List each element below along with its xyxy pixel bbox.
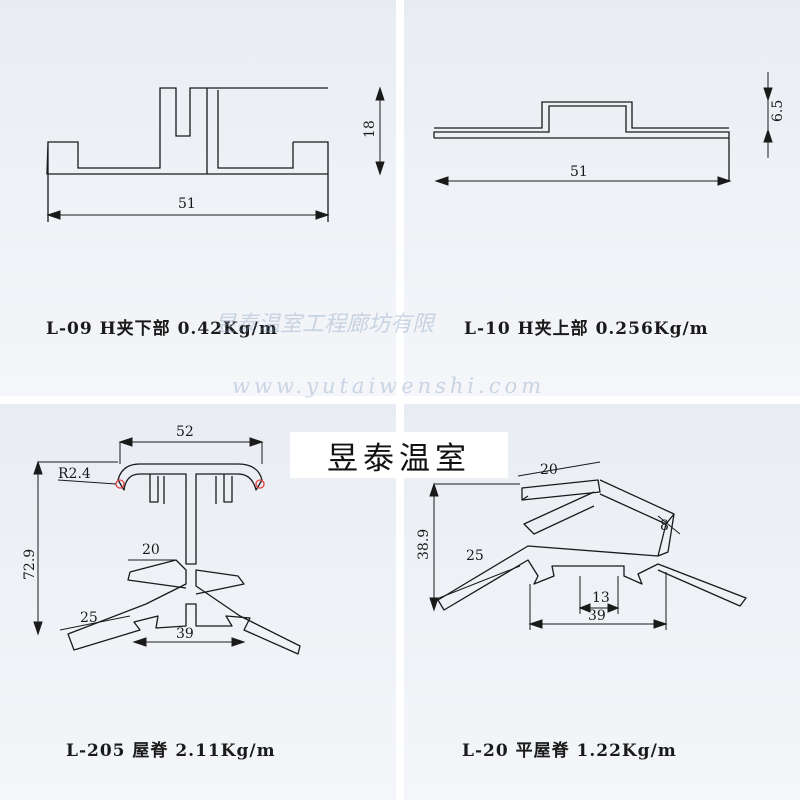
profile-ridge-mid bbox=[127, 571, 187, 589]
dim-height-label: 38.9 bbox=[416, 529, 432, 560]
profile-ridge-lower bbox=[67, 559, 301, 655]
dim-height-label: 72.9 bbox=[22, 549, 38, 580]
dim-radius-label: R2.4 bbox=[58, 466, 91, 482]
drawing-flat-ridge: 20 8 38.9 25 13 39 bbox=[416, 461, 747, 630]
profile-ridge-hooks bbox=[149, 474, 233, 504]
panel-h-clip-lower: 51 18 L-09 H夹下部 0.42Kg/m bbox=[0, 0, 396, 396]
dim-upper-leg-label: 20 bbox=[142, 542, 160, 558]
dim-lower-leg-label: 25 bbox=[466, 548, 484, 564]
dim-width-label: 51 bbox=[570, 164, 588, 180]
dim-base-label: 39 bbox=[588, 608, 606, 624]
dim-line-lower-leg bbox=[59, 615, 131, 631]
dim-gap-label: 13 bbox=[592, 590, 610, 606]
radius-marker-right bbox=[255, 479, 265, 489]
caption-flat-ridge: L-20 平屋脊 1.22Kg/m bbox=[462, 741, 677, 761]
drawing-h-clip-upper: 51 6.5 bbox=[433, 72, 786, 186]
panel-h-clip-upper: 51 6.5 L-10 H夹上部 0.256Kg/m bbox=[404, 0, 800, 396]
dim-side-label: 8 bbox=[660, 518, 669, 534]
drawing-ridge: 52 R2.4 72.9 20 25 39 bbox=[22, 424, 301, 655]
caption-ridge: L-205 屋脊 2.11Kg/m bbox=[66, 741, 276, 761]
drawing-h-clip-lower: 51 18 bbox=[46, 86, 385, 222]
dim-height-label: 6.5 bbox=[770, 100, 786, 122]
dim-line-top-leg bbox=[517, 461, 601, 477]
dim-line-side bbox=[657, 515, 681, 535]
caption-h-clip-lower: L-09 H夹下部 0.42Kg/m bbox=[46, 319, 278, 339]
dim-base-label: 39 bbox=[176, 626, 194, 642]
divider-horizontal bbox=[0, 396, 800, 404]
dim-line-lower-leg bbox=[433, 565, 521, 601]
profile-h-clip-lower bbox=[46, 87, 329, 222]
caption-h-clip-upper: L-10 H夹上部 0.256Kg/m bbox=[464, 319, 709, 339]
profile-h-clip-upper bbox=[433, 101, 730, 182]
dim-width-label: 51 bbox=[178, 196, 196, 212]
dim-top-leg-label: 20 bbox=[540, 462, 558, 478]
profile-flat-ridge bbox=[437, 479, 747, 611]
dim-top-label: 52 bbox=[176, 424, 194, 440]
dim-lower-leg-label: 25 bbox=[80, 610, 98, 626]
brand-label: 昱泰温室 bbox=[290, 432, 508, 478]
dim-height-label: 18 bbox=[362, 120, 378, 138]
profile-ridge-top bbox=[117, 463, 263, 565]
